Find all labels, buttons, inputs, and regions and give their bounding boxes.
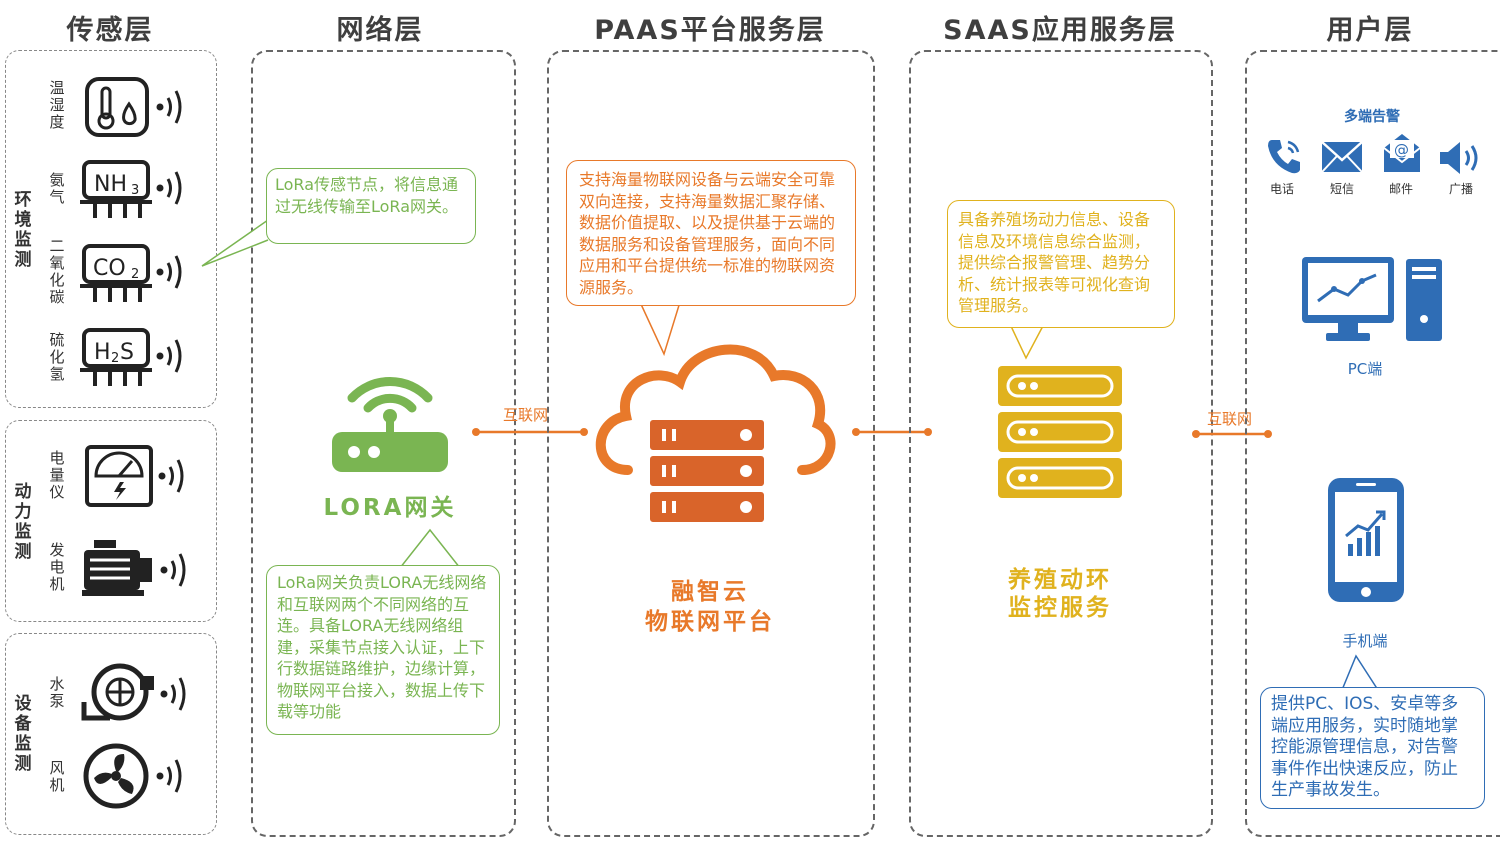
sensor-label-h2s: 硫化氢	[49, 331, 65, 383]
link-line-1	[472, 428, 588, 436]
user-bubble: 提供PC、IOS、安卓等多端应用服务，实时随地掌控能源管理信息，对告警事件作出快…	[1260, 687, 1485, 809]
alarm-title: 多端告警	[1344, 109, 1400, 125]
power-monitoring-group	[5, 420, 217, 622]
sensor-label-pump: 水泵	[49, 675, 65, 710]
saas-layer-panel	[909, 50, 1213, 837]
saas-name-line1: 养殖动环	[1008, 567, 1112, 593]
group-label-power: 动力监测	[14, 482, 32, 562]
mobile-label: 手机端	[1342, 632, 1388, 650]
nh3-subscript: 3	[131, 183, 139, 198]
alarm-item-phone: 电话	[1269, 182, 1294, 196]
h2s-subscript: 2	[111, 351, 119, 366]
sensor-label-co2: 二氧化碳	[49, 237, 65, 306]
group-label-env: 环境监测	[14, 190, 32, 270]
paas-bubble: 支持海量物联网设备与云端安全可靠双向连接，支持海量数据汇聚存储、数据价值提取、以…	[566, 160, 856, 306]
sensor-label-temp: 温湿度	[49, 79, 65, 131]
h2s-label-s: S	[120, 340, 134, 365]
link-label-internet-2: 互联网	[1207, 410, 1253, 428]
callout-pointer-saas	[1009, 323, 1045, 360]
svg-text:@: @	[1394, 141, 1409, 159]
group-label-device: 设备监测	[14, 694, 32, 774]
alarm-item-broadcast: 广播	[1448, 182, 1473, 196]
column-title-sensing: 传感层	[66, 15, 154, 46]
link-line-3	[1192, 430, 1272, 438]
callout-pointer-user	[1341, 654, 1379, 690]
co2-subscript: 2	[131, 267, 139, 282]
user-layer-panel	[1245, 50, 1500, 837]
sensor-label-fan: 风机	[49, 759, 65, 794]
lora-gateway-icon	[332, 377, 448, 472]
h2s-label-h: H	[94, 340, 111, 365]
nh3-label: NH	[94, 172, 127, 197]
column-title-user: 用户层	[1326, 15, 1414, 46]
pc-label: PC端	[1347, 360, 1383, 378]
network-bubble-top: LoRa传感节点，将信息通过无线传输至LoRa网关。	[266, 168, 476, 244]
generator-icon	[82, 540, 186, 596]
server-rack-icon	[998, 366, 1122, 498]
sensor-label-generator: 发电机	[49, 541, 65, 593]
gateway-name: LORA网关	[323, 495, 457, 521]
paas-name-line2: 物联网平台	[645, 609, 775, 635]
device-monitoring-group	[5, 633, 217, 835]
alarm-item-email: 邮件	[1388, 182, 1413, 196]
broadcast-icon	[1440, 142, 1478, 174]
power-meter-icon	[85, 445, 184, 507]
saas-bubble: 具备养殖场动力信息、设备信息及环境信息综合监测，提供综合报警管理、趋势分析、统计…	[947, 200, 1175, 328]
sensor-label-ammonia: 氨气	[49, 171, 65, 206]
env-monitoring-group	[5, 50, 217, 408]
column-title-saas: SAAS应用服务层	[943, 15, 1177, 46]
cloud-server-icon	[595, 344, 836, 522]
paas-layer-panel	[547, 50, 875, 837]
column-title-paas: PAAS平台服务层	[594, 15, 826, 46]
column-title-network: 网络层	[336, 15, 424, 46]
co2-sensor-icon: CO 2	[80, 244, 182, 302]
h2s-sensor-icon: H 2 S	[80, 328, 182, 386]
network-layer-panel	[251, 50, 516, 837]
sms-icon	[1321, 141, 1363, 173]
pc-icon	[1302, 257, 1442, 341]
co2-label: CO	[93, 256, 126, 281]
paas-name-line1: 融智云	[671, 579, 749, 605]
network-bubble-bottom: LoRa网关负责LORA无线网络和互联网两个不同网络的互连。具备LORA无线网络…	[266, 565, 500, 735]
ammonia-sensor-icon: NH 3	[80, 160, 182, 218]
saas-name-line2: 监控服务	[1008, 595, 1112, 621]
callout-pointer	[201, 219, 269, 267]
link-label-internet-1: 互联网	[503, 406, 549, 424]
fan-icon	[83, 743, 182, 809]
callout-pointer-bottom	[399, 528, 461, 568]
callout-pointer-paas	[639, 301, 681, 356]
link-line-2	[852, 428, 932, 436]
thermometer-icon	[85, 77, 182, 137]
email-icon: @	[1383, 134, 1421, 172]
mobile-icon	[1328, 478, 1404, 602]
alarm-item-sms: 短信	[1329, 182, 1354, 196]
sensor-label-meter: 电量仪	[49, 449, 65, 501]
phone-icon	[1268, 140, 1300, 174]
water-pump-icon	[81, 663, 186, 721]
